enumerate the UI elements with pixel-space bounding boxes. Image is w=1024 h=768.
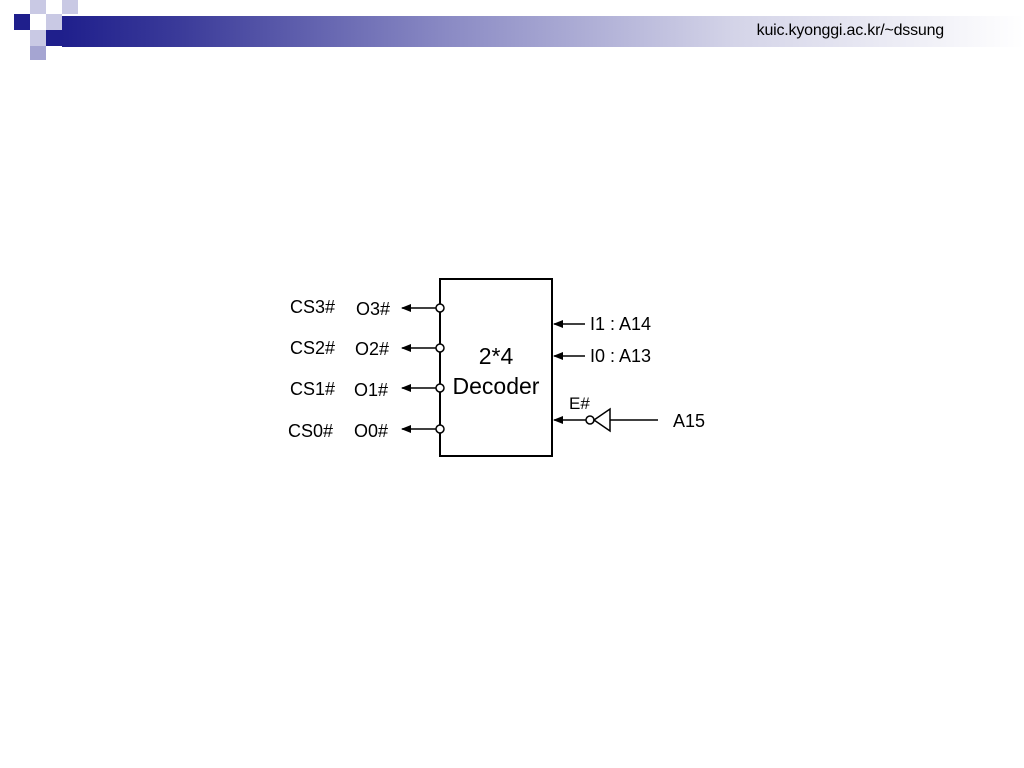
header-url-text: kuic.kyonggi.ac.kr/~dssung (756, 22, 945, 39)
logo-square-7 (30, 46, 46, 60)
output-bubble-o1 (435, 383, 445, 393)
slide-header: kuic.kyonggi.ac.kr/~dssung (0, 0, 1024, 64)
enable-label: E# (569, 394, 590, 413)
logo-square-5 (30, 30, 46, 46)
output-label-o3: O3# (356, 299, 390, 319)
output-label-o0: O0# (354, 421, 388, 441)
decoder-box (439, 278, 553, 457)
enable-source-label: A15 (673, 411, 705, 431)
logo-square-3 (46, 14, 62, 30)
decoder-title-line2: Decoder (453, 373, 540, 399)
logo-square-2 (30, 0, 46, 14)
logo-square-6 (14, 30, 30, 46)
output-label-o2: O2# (355, 339, 389, 359)
logo-square-4 (62, 0, 78, 14)
logo-square-1 (14, 14, 30, 30)
output-bubble-o2 (435, 343, 445, 353)
decoder-title-line1: 2*4 (479, 343, 514, 369)
header-gradient-band (62, 16, 1024, 47)
input-label-i1: I1 : A14 (590, 314, 651, 334)
cs-label-3: CS3# (290, 297, 335, 317)
cs-label-0: CS0# (288, 421, 333, 441)
cs-label-1: CS1# (290, 379, 335, 399)
cs-label-2: CS2# (290, 338, 335, 358)
output-bubble-o3 (435, 303, 445, 313)
logo-square-8 (46, 30, 62, 46)
inverter-triangle (592, 407, 611, 433)
input-label-i0: I0 : A13 (590, 346, 651, 366)
output-label-o1: O1# (354, 380, 388, 400)
output-bubble-o0 (435, 424, 445, 434)
